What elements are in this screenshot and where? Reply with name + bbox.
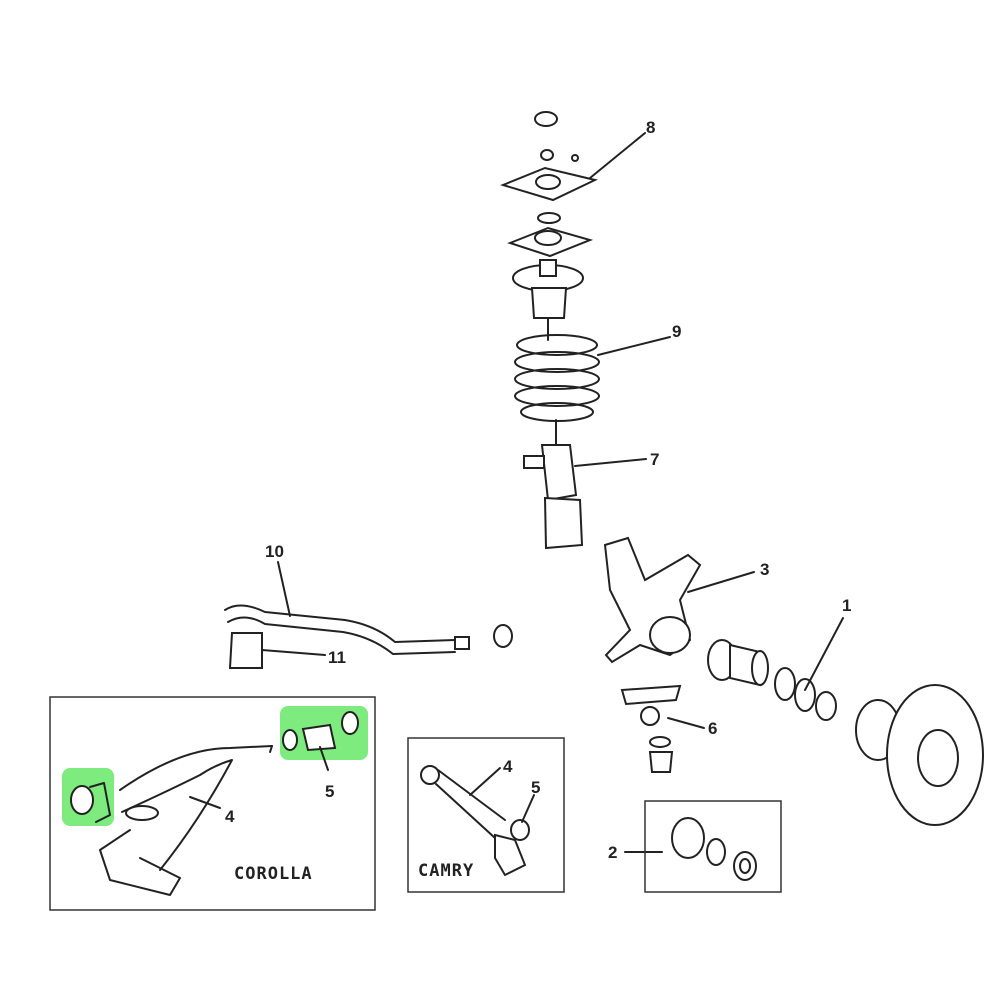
label-strut-mount: 8 bbox=[646, 118, 655, 137]
label-stabilizer-bar: 10 bbox=[265, 542, 284, 561]
camry-lower-arm bbox=[420, 765, 535, 877]
label-steering-knuckle: 3 bbox=[760, 560, 769, 579]
label-ball-joint: 6 bbox=[708, 719, 717, 738]
label-strut: 7 bbox=[650, 450, 659, 469]
label-lower-arm-corolla: 4 bbox=[225, 807, 235, 826]
camry-inset-box bbox=[407, 737, 565, 893]
corolla-lower-arm bbox=[70, 711, 359, 896]
stabilizer-bar bbox=[224, 604, 456, 643]
label-bushing-camry: 5 bbox=[531, 778, 540, 797]
label-stabilizer-bushing: 11 bbox=[328, 648, 346, 667]
strut-mount-parts bbox=[499, 111, 598, 319]
seal-kit-parts bbox=[671, 817, 757, 881]
label-hub-bearing: 1 bbox=[842, 596, 851, 615]
leader-lines bbox=[261, 132, 844, 853]
hub-bearing-parts bbox=[707, 639, 984, 826]
ball-joint bbox=[620, 684, 682, 773]
label-bushing-corolla: 5 bbox=[325, 782, 334, 801]
label-seal-kit: 2 bbox=[608, 843, 617, 862]
label-camry: CAMRY bbox=[418, 861, 474, 881]
seal-kit-box bbox=[644, 800, 782, 893]
coil-spring bbox=[514, 334, 600, 422]
label-coil-spring: 9 bbox=[672, 322, 681, 341]
corolla-inset-box bbox=[49, 696, 376, 911]
label-lower-arm-camry: 4 bbox=[503, 757, 513, 776]
stabilizer-bushing bbox=[228, 632, 263, 669]
strut bbox=[523, 419, 584, 550]
label-corolla: COROLLA bbox=[234, 864, 313, 884]
